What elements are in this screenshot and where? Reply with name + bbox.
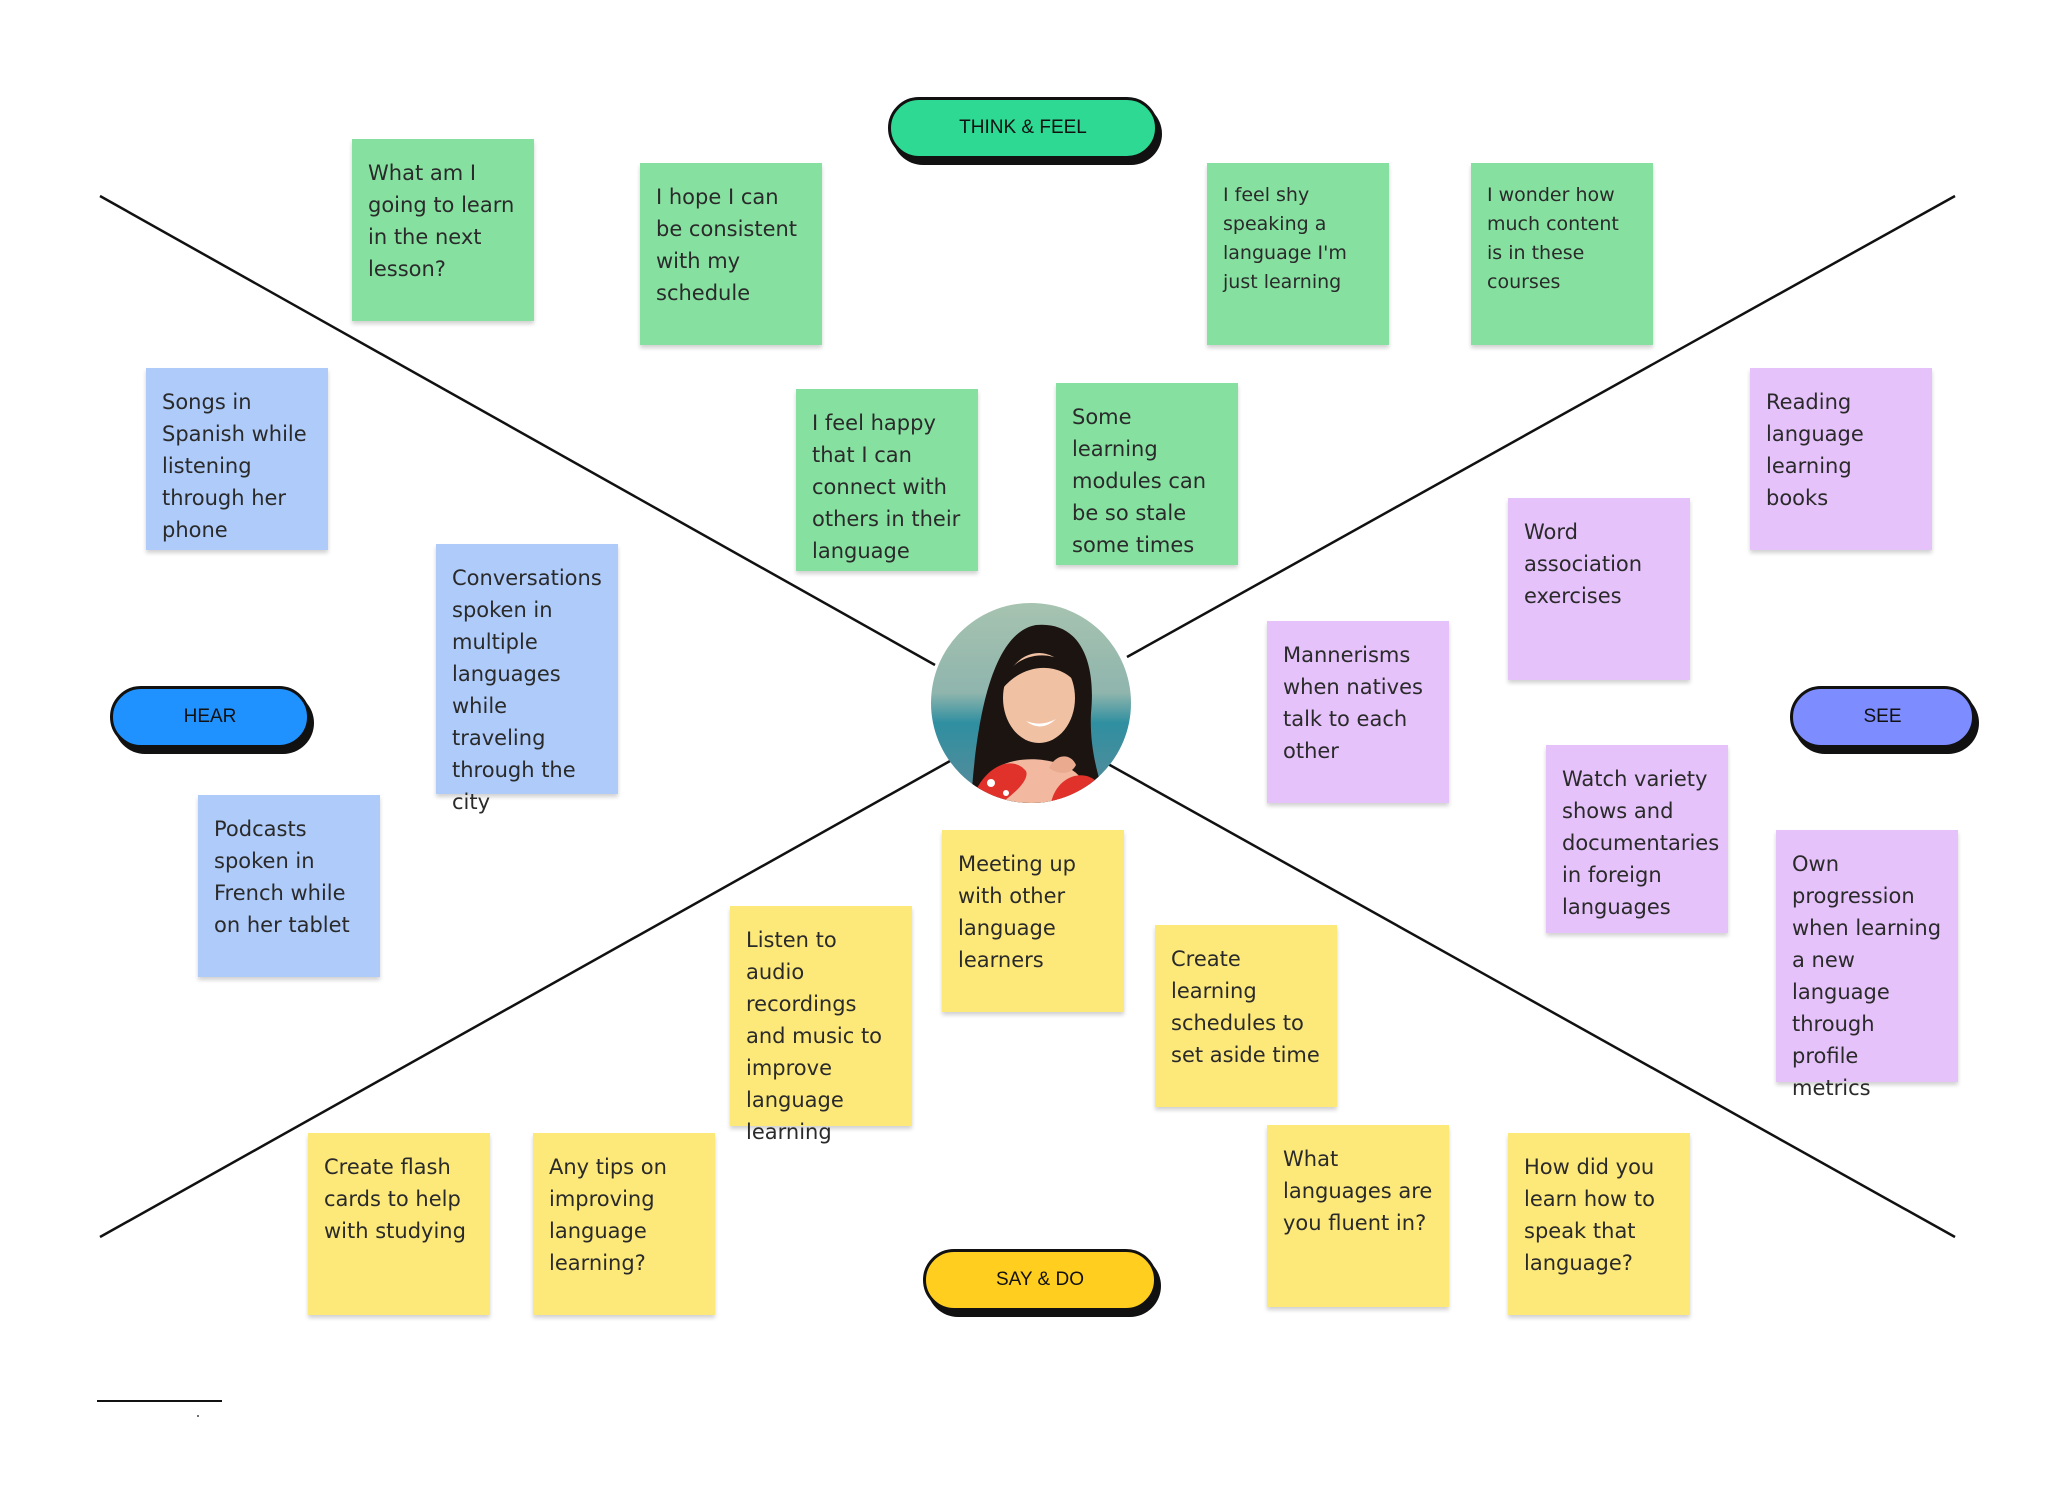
sticky-note-say-do[interactable]: How did you learn how to speak that lang… — [1508, 1133, 1690, 1315]
sticky-note-think-feel[interactable]: I hope I can be consistent with my sched… — [640, 163, 822, 345]
sticky-note-see[interactable]: Reading language learning books — [1750, 368, 1932, 550]
sticky-note-see[interactable]: Word association exercises — [1508, 498, 1690, 680]
sticky-note-think-feel[interactable]: Some learning modules can be so stale so… — [1056, 383, 1238, 565]
person-avatar — [931, 603, 1131, 803]
sticky-note-hear[interactable]: Podcasts spoken in French while on her t… — [198, 795, 380, 977]
sticky-note-say-do[interactable]: Listen to audio recordings and music to … — [730, 906, 912, 1144]
section-think-feel-label: THINK & FEEL — [959, 117, 1087, 138]
section-think-feel[interactable]: THINK & FEEL — [888, 97, 1158, 159]
person-photo-icon — [931, 603, 1131, 803]
diagonal-line-bottom-left — [99, 759, 951, 1239]
sticky-note-say-do[interactable]: What languages are you fluent in? — [1267, 1125, 1449, 1307]
sticky-note-hear[interactable]: Conversations spoken in multiple languag… — [436, 544, 618, 814]
sticky-note-see[interactable]: Own progression when learning a new lang… — [1776, 830, 1958, 1100]
sticky-note-think-feel[interactable]: What am I going to learn in the next les… — [352, 139, 534, 321]
sticky-note-say-do[interactable]: Any tips on improving language learning? — [533, 1133, 715, 1315]
sticky-note-say-do[interactable]: Meeting up with other language learners — [942, 830, 1124, 1012]
diagonal-line-top-left — [99, 194, 936, 667]
section-say-do[interactable]: SAY & DO — [923, 1249, 1157, 1311]
sticky-note-think-feel[interactable]: I wonder how much content is in these co… — [1471, 163, 1653, 345]
section-see[interactable]: SEE — [1790, 686, 1975, 748]
section-hear-label: HEAR — [183, 706, 237, 727]
sticky-note-say-do[interactable]: Create flash cards to help with studying — [308, 1133, 490, 1315]
sticky-note-think-feel[interactable]: I feel shy speaking a language I'm just … — [1207, 163, 1389, 345]
sticky-note-think-feel[interactable]: I feel happy that I can connect with oth… — [796, 389, 978, 571]
sticky-note-hear[interactable]: Songs in Spanish while listening through… — [146, 368, 328, 550]
sticky-note-see[interactable]: Watch variety shows and documentaries in… — [1546, 745, 1728, 933]
footer-dot — [197, 1415, 199, 1417]
section-see-label: SEE — [1863, 706, 1902, 727]
section-hear[interactable]: HEAR — [110, 686, 310, 748]
section-say-do-label: SAY & DO — [996, 1269, 1084, 1290]
diagonal-line-bottom-right — [1107, 762, 1956, 1239]
diagonal-line-top-right — [1126, 194, 1956, 659]
sticky-note-see[interactable]: Mannerisms when natives talk to each oth… — [1267, 621, 1449, 803]
sticky-note-say-do[interactable]: Create learning schedules to set aside t… — [1155, 925, 1337, 1107]
